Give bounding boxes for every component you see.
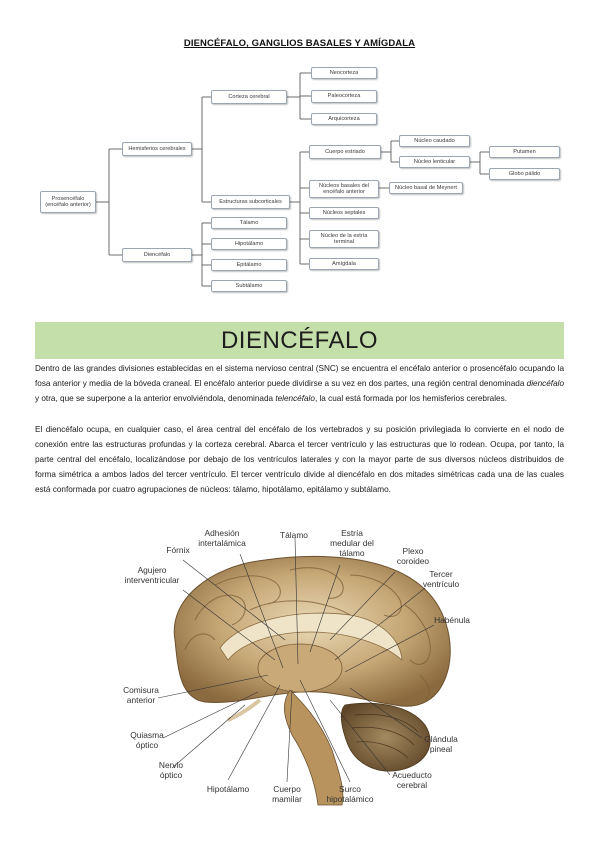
- label-comisura-line1: Comisura: [123, 685, 159, 695]
- label-agujero-line1: Agujero: [138, 565, 167, 575]
- label-adhesion-line1: Adhesión: [205, 528, 240, 538]
- label-plexo-line2: coroideo: [397, 556, 429, 566]
- label-glandula-line2: pineal: [430, 744, 452, 754]
- node-nucleos-basales: Núcleos basales del encéfalo anterior: [309, 180, 379, 198]
- label-fornix: Fórnix: [166, 545, 190, 555]
- thalamus-shape: [257, 643, 343, 693]
- concept-diagram-lines: [96, 72, 489, 287]
- node-prosencefalo: Prosencéfalo (encéfalo anterior): [40, 191, 96, 213]
- node-neocorteza: Neocorteza: [311, 67, 377, 79]
- paragraph-intro-part2: y otra, que se superpone a la anterior e…: [35, 394, 276, 403]
- paragraph-intro: Dentro de las grandes divisiones estable…: [35, 361, 564, 406]
- paragraph-intro-part3: , la cual está formada por los hemisferi…: [314, 394, 507, 403]
- node-talamo: Tálamo: [211, 217, 287, 229]
- label-nervio-line1: Nervio: [159, 760, 184, 770]
- node-subtalamo: Subtálamo: [211, 280, 287, 292]
- label-talamo: Tálamo: [280, 530, 308, 540]
- brain-sagittal-figure: Adhesión intertalámica Tálamo Estría med…: [123, 528, 470, 806]
- node-arquicorteza: Arquicorteza: [311, 113, 377, 125]
- label-tercer-line2: ventrículo: [423, 579, 460, 589]
- node-epitalamo: Epitálamo: [211, 259, 287, 271]
- node-nucleo-lenticular: Núcleo lenticular: [399, 156, 470, 168]
- node-nucleo-caudado: Núcleo caudado: [399, 135, 470, 147]
- label-nervio-line2: óptico: [160, 770, 183, 780]
- label-plexo-line1: Plexo: [403, 546, 424, 556]
- label-comisura-line2: anterior: [127, 695, 156, 705]
- node-hemisferios: Hemisferios cerebrales: [122, 142, 192, 156]
- label-agujero-line2: interventricular: [125, 575, 180, 585]
- document-title: DIENCÉFALO, GANGLIOS BASALES Y AMÍGDALA: [183, 38, 416, 49]
- term-diencefalo: diencéfalo: [526, 379, 564, 388]
- label-hipotalamo: Hipotálamo: [207, 784, 250, 794]
- node-paleocorteza: Paleocorteza: [311, 90, 377, 103]
- label-surco-line2: hipotalámico: [326, 794, 373, 804]
- term-telencefalo: telencéfalo: [275, 394, 315, 403]
- label-glandula-line1: Glándula: [424, 734, 458, 744]
- node-subcorticales: Estructuras subcorticales: [211, 195, 290, 209]
- node-putamen: Putamen: [489, 146, 560, 158]
- node-globo-palido: Globo pálido: [489, 168, 560, 180]
- section-heading: DIENCÉFALO: [35, 322, 564, 359]
- node-nucleos-septales: Núcleos septales: [309, 207, 379, 219]
- node-diencefalo: Diencéfalo: [122, 248, 192, 262]
- label-habenula: Habénula: [434, 615, 470, 625]
- label-quiasma-line2: óptico: [136, 740, 159, 750]
- cerebellum-shape: [340, 702, 431, 772]
- paragraph-intro-part1: Dentro de las grandes divisiones estable…: [35, 364, 564, 388]
- label-acueducto-line1: Acueducto: [392, 770, 432, 780]
- label-cuerpo-line1: Cuerpo: [273, 784, 301, 794]
- node-amigdala: Amígdala: [309, 258, 379, 270]
- node-nucleo-meynert: Núcleo basal de Meynert: [389, 182, 463, 194]
- node-cuerpo-estriado: Cuerpo estriado: [309, 145, 381, 159]
- node-nucleo-estria: Núcleo de la estría terminal: [309, 230, 379, 248]
- node-corteza: Corteza cerebral: [211, 90, 287, 104]
- label-quiasma-line1: Quiasma: [130, 730, 164, 740]
- label-estria-line1: Estría: [341, 528, 363, 538]
- label-acueducto-line2: cerebral: [397, 780, 427, 790]
- label-cuerpo-line2: mamilar: [272, 794, 302, 804]
- optic-nerve-shape: [227, 698, 262, 722]
- label-surco-line1: Surco: [339, 784, 361, 794]
- label-adhesion-line2: intertalámica: [198, 538, 246, 548]
- label-estria-line3: tálamo: [339, 548, 364, 558]
- label-tercer-line1: Tercer: [429, 569, 452, 579]
- node-hipotalamo: Hipotálamo: [211, 238, 287, 250]
- paragraph-diencefalo: El diencéfalo ocupa, en cualquier caso, …: [35, 425, 564, 494]
- label-estria-line2: medular del: [330, 538, 374, 548]
- brainstem-shape: [283, 689, 344, 806]
